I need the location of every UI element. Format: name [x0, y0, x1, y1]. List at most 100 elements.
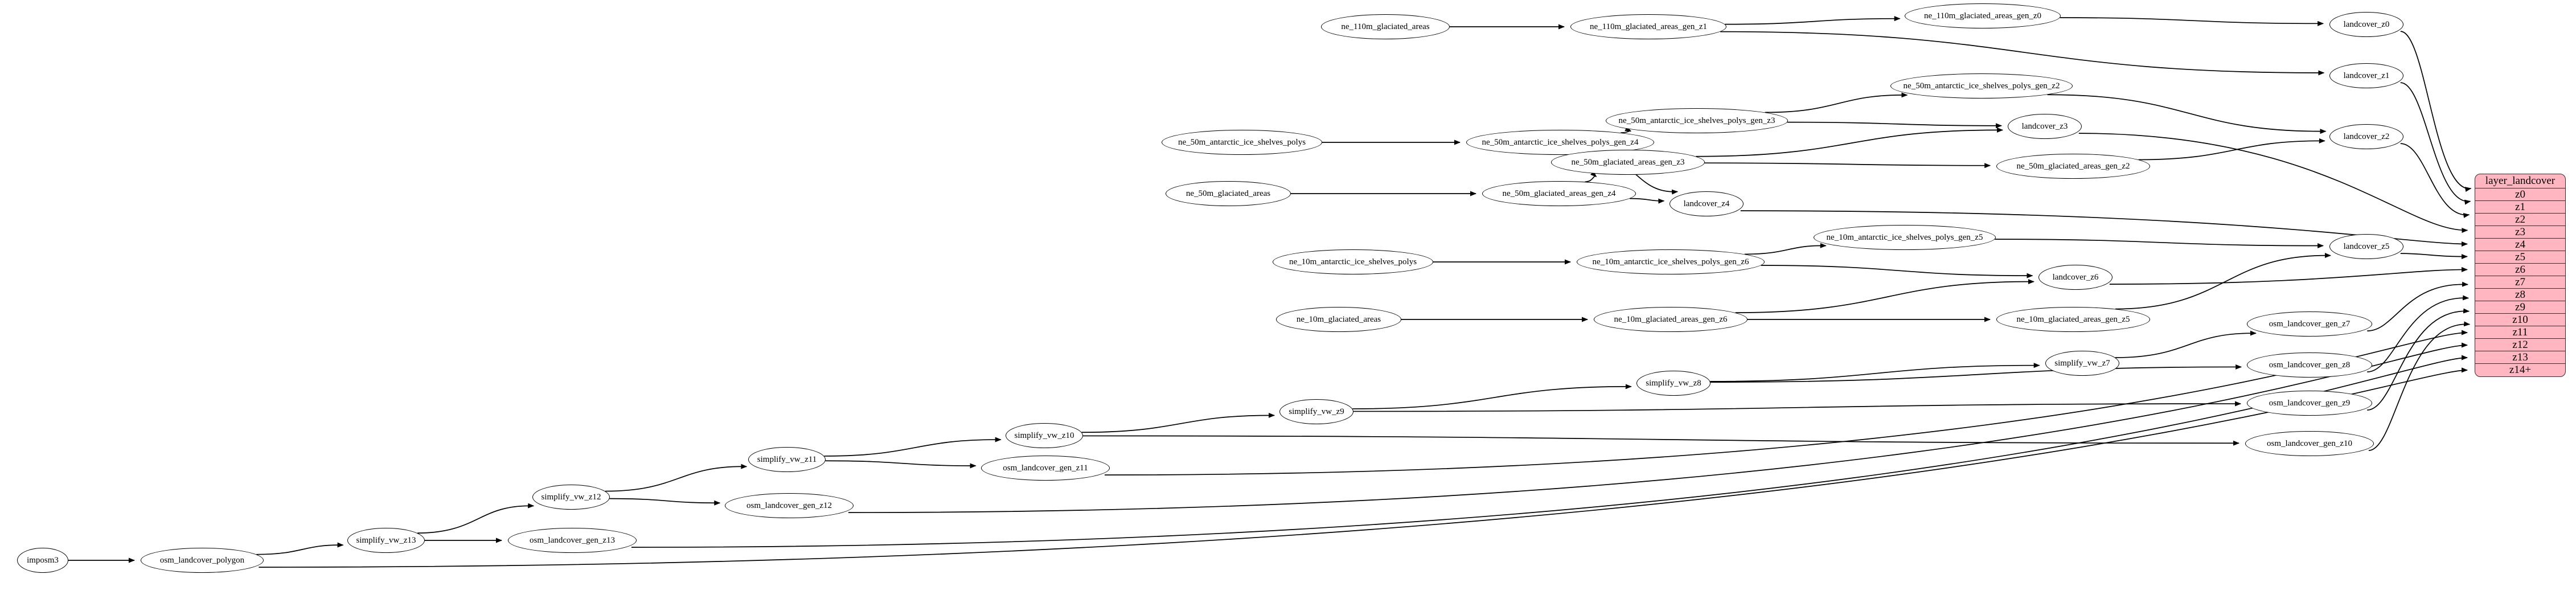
- table-row-z2[interactable]: z2: [2475, 214, 2565, 226]
- table-row-z1[interactable]: z1: [2475, 201, 2565, 214]
- graph-edge-ne_10m_glaciated_areas_gen_z5--landcover_z5: [2115, 253, 2331, 310]
- graph-node-landcover_z5[interactable]: landcover_z5: [2329, 234, 2403, 259]
- graph-node-ne_110m_glaciated_areas_gen_z1[interactable]: ne_110m_glaciated_areas_gen_z1: [1570, 14, 1726, 39]
- graph-node-osm_landcover_gen_z8[interactable]: osm_landcover_gen_z8: [2247, 352, 2372, 378]
- graph-node-osm_landcover_gen_z11[interactable]: osm_landcover_gen_z11: [981, 456, 1110, 481]
- graph-node-landcover_z1[interactable]: landcover_z1: [2329, 63, 2403, 88]
- graph-node-label: ne_50m_antarctic_ice_shelves_polys_gen_z…: [1618, 116, 1775, 125]
- graph-node-label: ne_10m_glaciated_areas_gen_z5: [2016, 314, 2130, 324]
- graph-node-label: simplify_vw_z8: [1646, 378, 1701, 388]
- table-row-z4[interactable]: z4: [2475, 239, 2565, 251]
- graph-node-landcover_z4[interactable]: landcover_z4: [1670, 191, 1744, 216]
- graph-node-ne_50m_antarctic_ice_shelves_polys_gen_z3[interactable]: ne_50m_antarctic_ice_shelves_polys_gen_z…: [1606, 108, 1788, 133]
- graph-node-label: osm_landcover_gen_z11: [1003, 463, 1088, 473]
- graph-node-osm_landcover_gen_z12[interactable]: osm_landcover_gen_z12: [725, 493, 854, 518]
- graph-node-ne_50m_glaciated_areas[interactable]: ne_50m_glaciated_areas: [1166, 181, 1291, 206]
- graph-node-ne_110m_glaciated_areas[interactable]: ne_110m_glaciated_areas: [1321, 14, 1450, 39]
- graph-edge-simplify_vw_z10--osm_landcover_gen_z10: [1082, 435, 2240, 446]
- graph-node-ne_10m_antarctic_ice_shelves_polys_gen_z5[interactable]: ne_10m_antarctic_ice_shelves_polys_gen_z…: [1814, 225, 1996, 250]
- graph-node-landcover_z3[interactable]: landcover_z3: [2008, 114, 2082, 139]
- graph-node-label: ne_110m_glaciated_areas_gen_z0: [1923, 11, 2042, 20]
- graph-node-label: landcover_z6: [2052, 272, 2099, 282]
- table-row-z5[interactable]: z5: [2475, 251, 2565, 264]
- graph-node-ne_50m_glaciated_areas_gen_z3[interactable]: ne_50m_glaciated_areas_gen_z3: [1551, 150, 1705, 175]
- graph-node-simplify_vw_z10[interactable]: simplify_vw_z10: [1006, 423, 1083, 448]
- table-row-z0[interactable]: z0: [2475, 188, 2565, 201]
- graph-node-label: landcover_z2: [2343, 132, 2390, 141]
- graph-node-ne_50m_glaciated_areas_gen_z4[interactable]: ne_50m_glaciated_areas_gen_z4: [1482, 181, 1636, 206]
- table-row-z12[interactable]: z12: [2475, 339, 2565, 351]
- graph-node-landcover_z0[interactable]: landcover_z0: [2329, 12, 2403, 37]
- graph-node-label: ne_50m_glaciated_areas_gen_z2: [2016, 161, 2130, 171]
- table-row-z14+[interactable]: z14+: [2509, 364, 2532, 376]
- graph-node-ne_50m_antarctic_ice_shelves_polys_gen_z2[interactable]: ne_50m_antarctic_ice_shelves_polys_gen_z…: [1890, 73, 2073, 99]
- graph-edge-simplify_vw_z11--simplify_vw_z10: [824, 437, 1002, 457]
- graph-edge-ne_50m_glaciated_areas_gen_z4--ne_50m_glaciated_areas_gen_z3: [1585, 171, 1597, 183]
- graph-node-label: ne_10m_antarctic_ice_shelves_polys_gen_z…: [1592, 257, 1749, 266]
- graph-node-label: ne_10m_antarctic_ice_shelves_polys: [1289, 257, 1417, 266]
- graph-edge-simplify_vw_z11--osm_landcover_gen_z11: [825, 460, 977, 469]
- graph-edge-ne_50m_antarctic_ice_shelves_polys_gen_z2--landcover_z2: [2047, 94, 2327, 134]
- graph-node-label: osm_landcover_gen_z10: [2267, 438, 2352, 448]
- graph-edge-ne_10m_glaciated_areas_gen_z6--landcover_z6: [1735, 279, 2034, 314]
- graph-edge-landcover_z4--layer_landcover:z4: [1740, 210, 2468, 247]
- graph-edge-osm_landcover_polygon--simplify_vw_z13: [256, 542, 344, 555]
- graph-node-label: osm_landcover_gen_z13: [530, 535, 615, 545]
- graph-node-label: ne_10m_antarctic_ice_shelves_polys_gen_z…: [1826, 232, 1983, 242]
- graph-edge-ne_50m_antarctic_ice_shelves_polys_gen_z3--ne_50m_antarctic_ice_shelves_polys_gen_z2: [1765, 92, 1908, 113]
- graph-node-osm_landcover_gen_z10[interactable]: osm_landcover_gen_z10: [2245, 431, 2374, 456]
- graph-node-label: simplify_vw_z9: [1289, 407, 1344, 416]
- graph-node-landcover_z2[interactable]: landcover_z2: [2329, 124, 2403, 149]
- graph-edge-ne_10m_antarctic_ice_shelves_polys_gen_z6--ne_10m_antarctic_ice_shelves_polys_gen_z5: [1744, 243, 1827, 255]
- graph-edge-ne_50m_glaciated_areas_gen_z3--landcover_z3: [1696, 127, 2004, 157]
- table-row-z10[interactable]: z10: [2475, 314, 2565, 326]
- graph-node-label: ne_50m_glaciated_areas: [1186, 188, 1271, 198]
- graph-edge-simplify_vw_z12--simplify_vw_z11: [605, 464, 748, 492]
- graph-node-label: simplify_vw_z13: [356, 535, 416, 545]
- graph-edge-osm_landcover_gen_z11--layer_landcover:z11: [1104, 330, 2468, 475]
- graph-node-label: ne_50m_glaciated_areas_gen_z3: [1571, 157, 1685, 167]
- graph-node-osm_landcover_polygon[interactable]: osm_landcover_polygon: [141, 548, 264, 573]
- graph-node-ne_50m_glaciated_areas_gen_z2[interactable]: ne_50m_glaciated_areas_gen_z2: [1996, 154, 2150, 179]
- graph-node-ne_10m_glaciated_areas_gen_z5[interactable]: ne_10m_glaciated_areas_gen_z5: [1996, 307, 2150, 332]
- graph-node-label: osm_landcover_gen_z8: [2269, 360, 2351, 370]
- table-row-z8[interactable]: z8: [2475, 289, 2565, 301]
- graph-edge-simplify_vw_z12--osm_landcover_gen_z12: [609, 498, 721, 506]
- graph-node-label: ne_50m_antarctic_ice_shelves_polys: [1178, 137, 1306, 147]
- graph-edge-simplify_vw_z7--osm_landcover_gen_z7: [2115, 330, 2257, 358]
- graph-node-simplify_vw_z8[interactable]: simplify_vw_z8: [1636, 371, 1711, 396]
- graph-node-label: landcover_z5: [2343, 241, 2390, 251]
- graph-edge-simplify_vw_z8--osm_landcover_gen_z8: [1710, 364, 2242, 383]
- table-row-z7[interactable]: z7: [2475, 276, 2565, 289]
- graph-node-label: ne_10m_glaciated_areas: [1296, 314, 1381, 324]
- graph-node-ne_50m_antarctic_ice_shelves_polys[interactable]: ne_50m_antarctic_ice_shelves_polys: [1162, 130, 1322, 155]
- graph-node-osm_landcover_gen_z7[interactable]: osm_landcover_gen_z7: [2247, 311, 2372, 337]
- graph-node-label: osm_landcover_polygon: [159, 555, 245, 565]
- graph-node-label: osm_landcover_gen_z7: [2269, 319, 2351, 329]
- graph-node-ne_10m_antarctic_ice_shelves_polys[interactable]: ne_10m_antarctic_ice_shelves_polys: [1273, 249, 1433, 274]
- graph-edge-ne_50m_glaciated_areas_gen_z2--landcover_z2: [2138, 138, 2325, 161]
- graph-node-osm_landcover_gen_z13[interactable]: osm_landcover_gen_z13: [508, 528, 637, 553]
- graph-node-simplify_vw_z9[interactable]: simplify_vw_z9: [1279, 399, 1353, 424]
- graph-node-landcover_z6[interactable]: landcover_z6: [2038, 265, 2113, 290]
- graph-node-ne_110m_glaciated_areas_gen_z0[interactable]: ne_110m_glaciated_areas_gen_z0: [1905, 3, 2061, 28]
- graph-node-ne_10m_antarctic_ice_shelves_polys_gen_z6[interactable]: ne_10m_antarctic_ice_shelves_polys_gen_z…: [1577, 249, 1765, 274]
- table-row-z11[interactable]: z11: [2475, 326, 2565, 339]
- graph-edge-osm_landcover_polygon--layer_landcover:z14+: [259, 367, 2468, 568]
- table-row-z13[interactable]: z13: [2475, 351, 2565, 364]
- graph-node-simplify_vw_z11[interactable]: simplify_vw_z11: [748, 447, 826, 472]
- graph-node-simplify_vw_z12[interactable]: simplify_vw_z12: [532, 485, 610, 510]
- graph-node-label: landcover_z1: [2343, 71, 2390, 80]
- graph-node-ne_10m_glaciated_areas[interactable]: ne_10m_glaciated_areas: [1276, 307, 1401, 332]
- graph-node-ne_10m_glaciated_areas_gen_z6[interactable]: ne_10m_glaciated_areas_gen_z6: [1594, 307, 1748, 332]
- graph-node-imposm3[interactable]: imposm3: [17, 548, 68, 573]
- table-row-z6[interactable]: z6: [2475, 264, 2565, 276]
- graph-node-simplify_vw_z7[interactable]: simplify_vw_z7: [2045, 351, 2119, 376]
- graph-node-osm_landcover_gen_z9[interactable]: osm_landcover_gen_z9: [2247, 391, 2372, 416]
- graph-edge-ne_110m_glaciated_areas_gen_z1--landcover_z1: [1720, 31, 2325, 76]
- graph-node-simplify_vw_z13[interactable]: simplify_vw_z13: [347, 528, 425, 553]
- table-row-z9[interactable]: z9: [2475, 301, 2565, 314]
- table-row-z3[interactable]: z3: [2475, 226, 2565, 239]
- graph-edge-ne_10m_antarctic_ice_shelves_polys_gen_z5--landcover_z5: [1995, 239, 2324, 249]
